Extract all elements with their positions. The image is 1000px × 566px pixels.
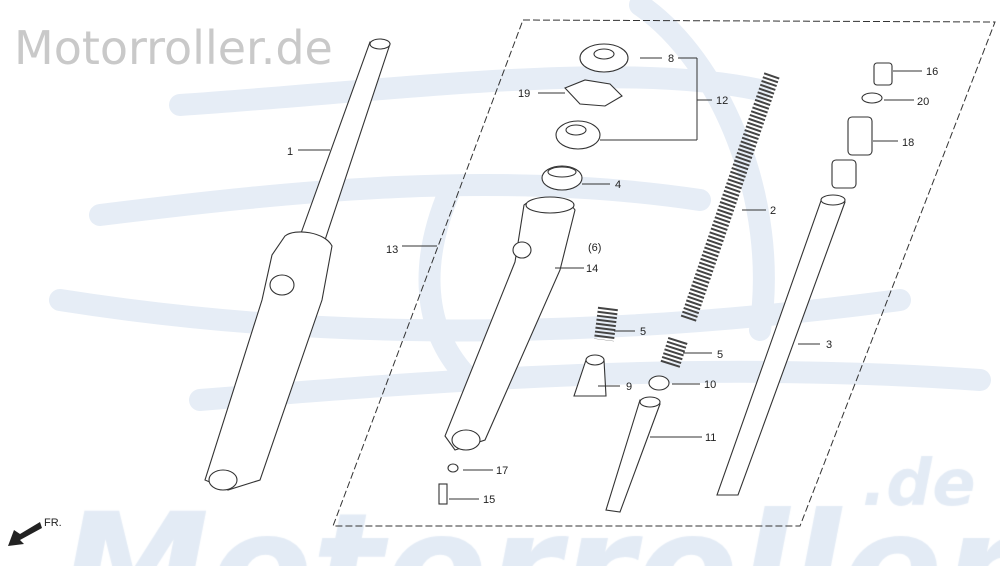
- part-14-lower-leg: [444, 196, 576, 451]
- callout-16: 16: [926, 66, 938, 78]
- part-19-clip: [564, 79, 623, 107]
- callout-8: 8: [668, 53, 674, 65]
- callout-18: 18: [902, 137, 914, 149]
- arrow-down-left-icon: [8, 522, 42, 546]
- callout-12: 12: [716, 95, 728, 107]
- front-label: FR.: [44, 517, 62, 529]
- part-9-piston: [573, 354, 607, 397]
- callout-1: 1: [287, 146, 293, 158]
- callout-20: 20: [917, 96, 929, 108]
- callout-4: 4: [615, 179, 621, 191]
- part-5-spring-a: [594, 306, 618, 342]
- callout-3: 3: [826, 339, 832, 351]
- front-direction-indicator: FR.: [8, 517, 62, 546]
- callout-5b: 5: [717, 349, 723, 361]
- part-8-dust-seal: [579, 43, 629, 73]
- callout-2: 2: [770, 205, 776, 217]
- part-17-washer: [447, 463, 459, 473]
- part-15-bolt: [438, 483, 448, 505]
- part-4-bushing: [541, 165, 583, 191]
- part-16-cap: [873, 62, 893, 86]
- assembly-frame: [332, 19, 996, 527]
- callout-14: 14: [586, 263, 598, 275]
- part-10-washer: [648, 375, 670, 391]
- part-2-fork-spring: [680, 72, 780, 323]
- callout-15: 15: [483, 494, 495, 506]
- part-20-o-ring: [861, 92, 883, 104]
- callout-labels: 8 19 12 4 1 13 (6) 14 2 16 20 18 5 5 3 9…: [287, 53, 938, 506]
- callout-19: 19: [518, 88, 530, 100]
- part-11-damper-rod: [605, 396, 661, 513]
- part-12-oil-seal: [555, 120, 601, 150]
- part-18-collar: [831, 116, 873, 189]
- watermark-top: Motorroller.de: [14, 21, 333, 75]
- part-1-fork-leg: [204, 38, 391, 491]
- callout-10: 10: [704, 379, 716, 391]
- part-3-fork-tube: [716, 194, 846, 496]
- callout-17: 17: [496, 465, 508, 477]
- watermark-swooshes: [49, 0, 991, 411]
- callout-5a: 5: [640, 326, 646, 338]
- callout-6: (6): [588, 242, 601, 254]
- part-5-spring-b: [660, 336, 688, 369]
- callout-9: 9: [626, 381, 632, 393]
- callout-11: 11: [705, 432, 716, 444]
- leader-lines: [298, 57, 922, 500]
- callout-13: 13: [386, 244, 398, 256]
